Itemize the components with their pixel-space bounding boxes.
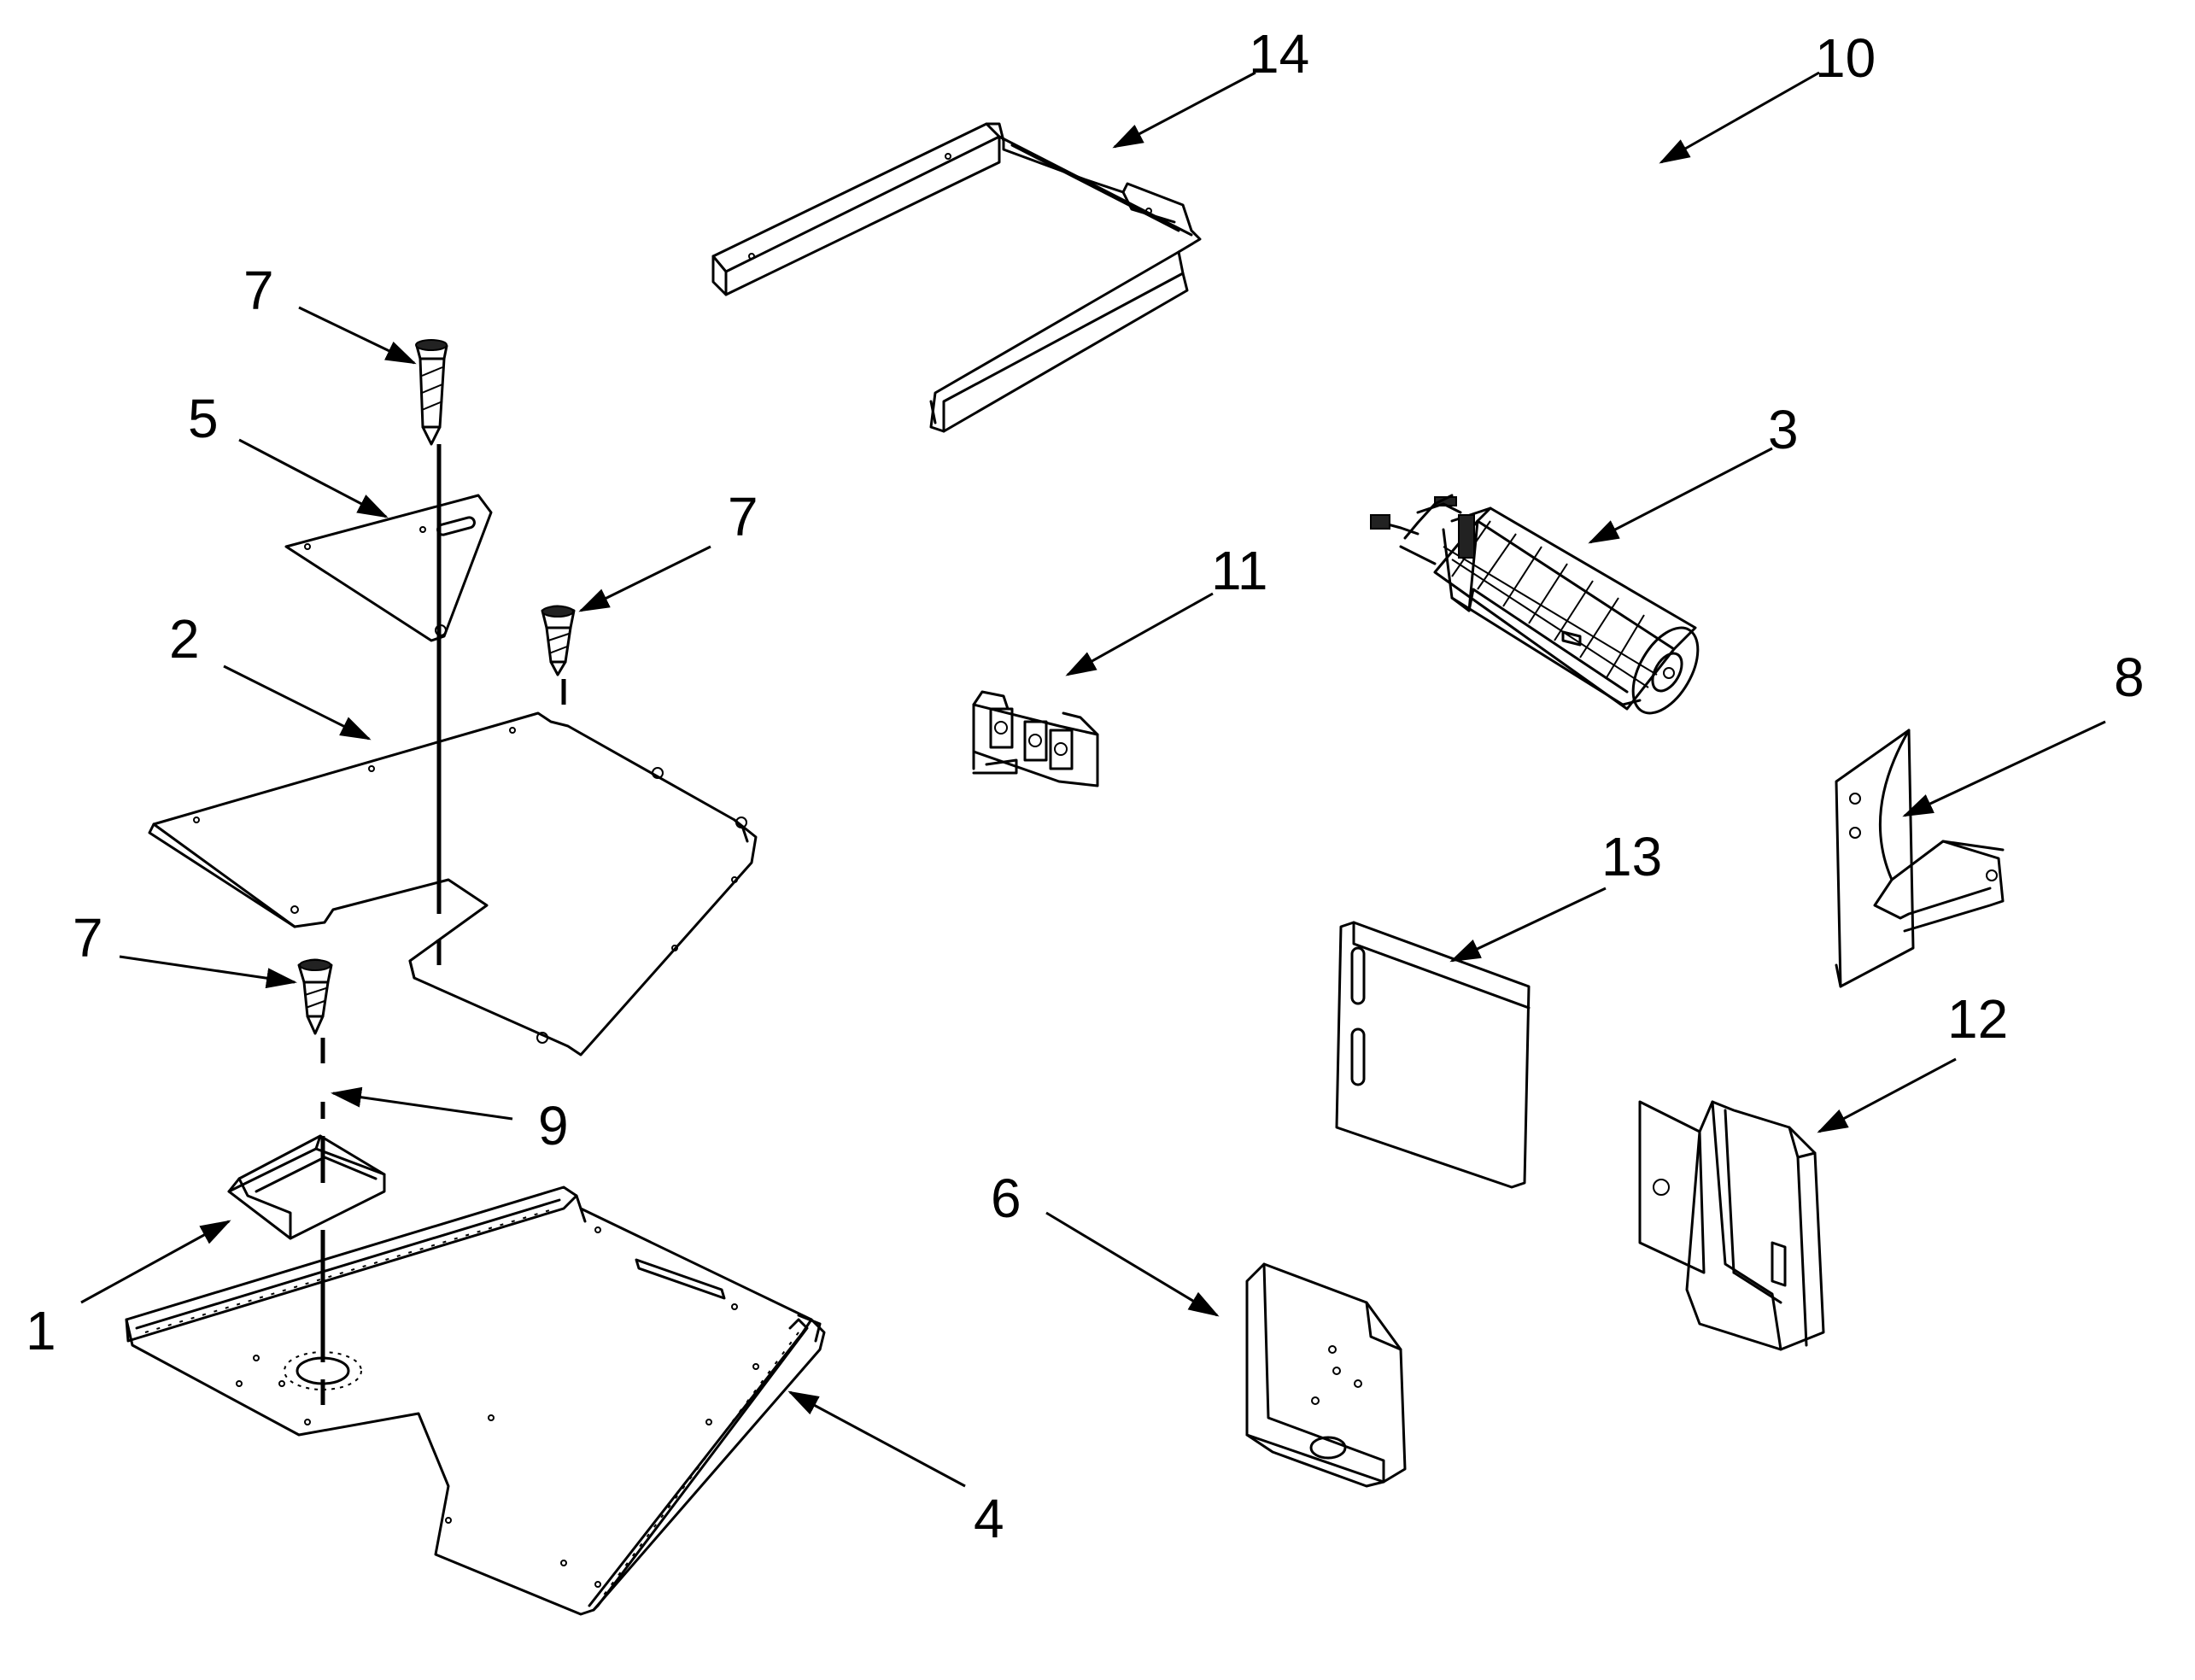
leader-10 — [1659, 71, 1820, 164]
callout-labels: 14 10 7 5 7 3 2 11 8 13 7 12 9 6 1 4 — [26, 23, 2145, 1549]
leader-11 — [1065, 592, 1214, 676]
leader-8 — [1902, 720, 2106, 817]
junction-box — [1245, 1262, 1407, 1488]
leader-9 — [331, 1086, 513, 1121]
callout-2: 2 — [169, 608, 200, 670]
leader-2 — [223, 664, 372, 740]
leader-lines — [80, 71, 2106, 1488]
leader-12 — [1817, 1057, 1957, 1133]
leader-7c — [119, 955, 297, 989]
callout-10: 10 — [1815, 27, 1876, 89]
screw-right — [541, 605, 576, 676]
leader-7a — [298, 306, 417, 365]
leader-6 — [1045, 1211, 1220, 1317]
callout-9: 9 — [538, 1095, 569, 1156]
screw-lower — [297, 958, 333, 1035]
assembly-axis-lines — [320, 444, 566, 1405]
duct-adapter — [227, 1134, 386, 1240]
leader-4 — [787, 1390, 966, 1488]
leader-1 — [80, 1220, 231, 1304]
wire-cover — [1638, 1100, 1825, 1351]
callout-1: 1 — [26, 1300, 56, 1361]
leader-13 — [1449, 887, 1607, 963]
bracket-plate — [284, 494, 493, 642]
mounting-frame — [711, 122, 1202, 433]
cover-plate — [1335, 921, 1531, 1189]
leader-14 — [1112, 71, 1256, 149]
callout-14: 14 — [1249, 23, 1309, 85]
callout-7a: 7 — [243, 260, 274, 321]
base-panel — [125, 1185, 826, 1616]
callout-3: 3 — [1768, 399, 1799, 460]
motor-bracket — [1835, 729, 2005, 988]
leader-5 — [238, 438, 389, 518]
callout-5: 5 — [188, 388, 219, 449]
leader-7b — [578, 545, 711, 612]
terminal-block — [972, 690, 1099, 787]
shield-panel — [148, 711, 758, 1057]
callout-4: 4 — [974, 1488, 1004, 1549]
cross-flow-blower — [1370, 494, 1700, 715]
callout-12: 12 — [1947, 988, 2008, 1050]
callout-13: 13 — [1601, 826, 1662, 887]
screw-top — [415, 339, 448, 446]
callout-11: 11 — [1211, 540, 1267, 601]
callout-6: 6 — [991, 1168, 1021, 1229]
callout-7b: 7 — [728, 486, 758, 547]
callout-7c: 7 — [73, 907, 103, 969]
callout-8: 8 — [2114, 647, 2145, 708]
leader-3 — [1588, 447, 1773, 544]
